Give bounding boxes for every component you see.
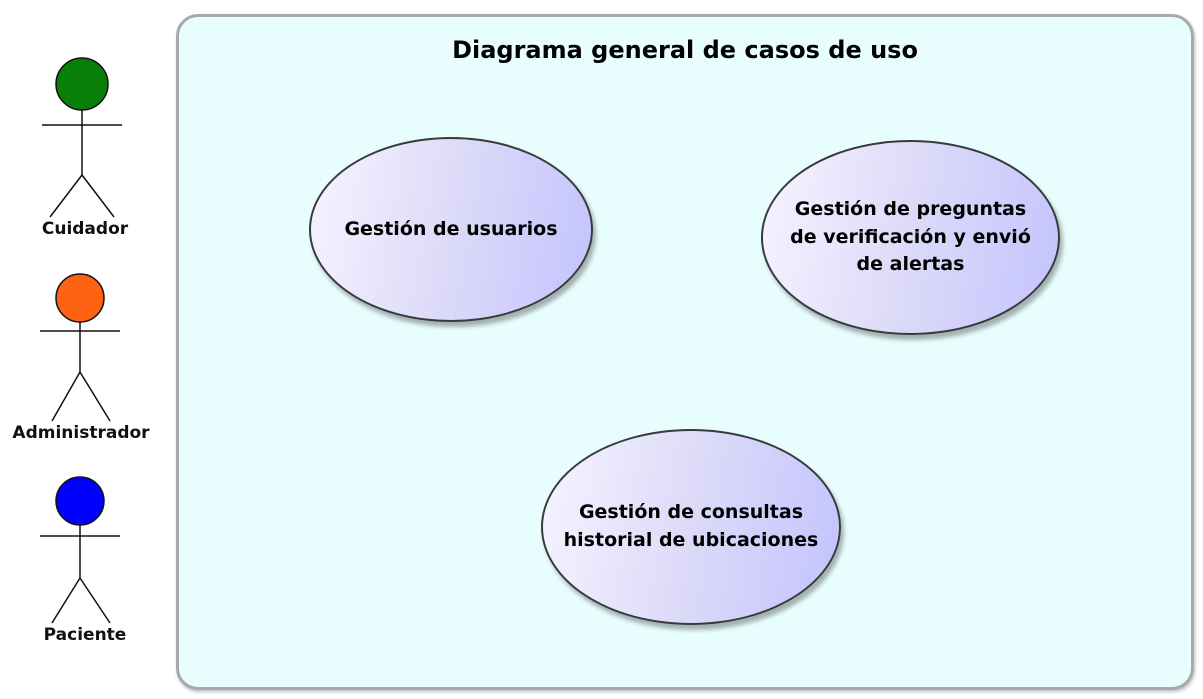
actor-cuidador: Cuidador bbox=[0, 55, 170, 245]
use-case-label: Gestión de usuarios bbox=[344, 217, 558, 240]
stick-figure-icon bbox=[40, 273, 120, 422]
actor-paciente: Paciente bbox=[0, 476, 170, 666]
system-boundary: Diagrama general de casos de uso Gestión… bbox=[176, 14, 1194, 690]
stick-figure-icon bbox=[42, 57, 122, 218]
use-case-label: Gestión de consultas historial de ubicac… bbox=[563, 501, 819, 551]
diagram-title: Diagrama general de casos de uso bbox=[452, 36, 918, 64]
actor-administrador: Administrador bbox=[0, 273, 170, 463]
actor-label: Administrador bbox=[12, 423, 150, 443]
use-case-gestion-usuarios[interactable]: Gestión de usuarios bbox=[309, 137, 593, 322]
use-case-gestion-preguntas[interactable]: Gestión de preguntas de verificación y e… bbox=[761, 140, 1060, 335]
actor-label: Paciente bbox=[43, 625, 127, 645]
actor-label: Cuidador bbox=[41, 219, 129, 239]
use-case-label: Gestión de preguntas de verificación y e… bbox=[790, 198, 1031, 276]
use-case-gestion-consultas[interactable]: Gestión de consultas historial de ubicac… bbox=[541, 429, 841, 625]
stick-figure-icon bbox=[40, 476, 120, 624]
